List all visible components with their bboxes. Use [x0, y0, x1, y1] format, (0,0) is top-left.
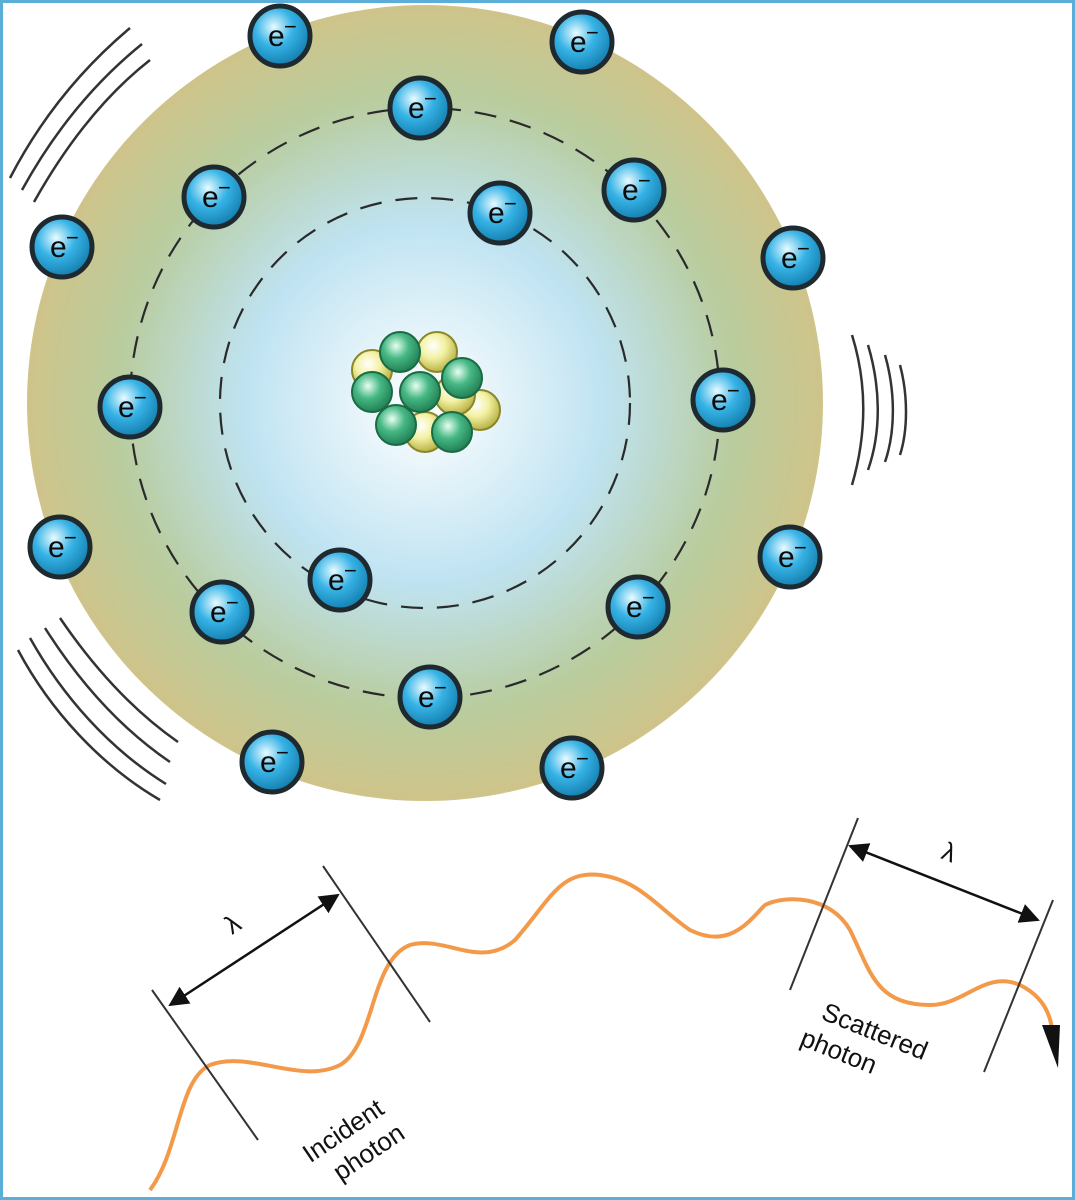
- electron-sphere: [189, 579, 255, 645]
- electron-label: e: [778, 541, 795, 574]
- electron: e−: [549, 9, 615, 75]
- electron-charge-sign: −: [504, 191, 517, 216]
- electron-charge-sign: −: [284, 14, 297, 39]
- neutron: [441, 357, 483, 399]
- electron-charge-sign: −: [64, 525, 77, 550]
- electron: e−: [247, 3, 313, 69]
- neutron: [379, 331, 421, 373]
- nucleus: [351, 331, 501, 453]
- electron-sphere: [181, 164, 247, 230]
- incident-wavefront-left: [151, 989, 259, 1141]
- electron-charge-sign: −: [218, 175, 231, 200]
- scattered-wavefront-left: [789, 817, 859, 991]
- electron-sphere: [601, 157, 667, 223]
- electron-charge-sign: −: [424, 86, 437, 111]
- electron-sphere: [239, 729, 305, 795]
- incident-wavefront-right: [322, 865, 431, 1023]
- electrons: e−e−e−e−e−e−e−e−e−e−e−e−e−e−e−e−e−e−: [27, 3, 826, 801]
- electron-sphere: [539, 735, 605, 801]
- electron: e−: [27, 514, 93, 580]
- electron: e−: [29, 214, 95, 280]
- electron-label: e: [781, 242, 798, 275]
- electron-sphere: [605, 574, 671, 640]
- electron-label: e: [408, 92, 425, 125]
- electron: e−: [757, 524, 823, 590]
- electron: e−: [239, 729, 305, 795]
- electron: e−: [467, 180, 533, 246]
- electron-label: e: [711, 384, 728, 417]
- incident-photon-label: Incident photon: [297, 1092, 410, 1186]
- electron: e−: [307, 547, 373, 613]
- electron-sphere: [397, 664, 463, 730]
- electron: e−: [397, 664, 463, 730]
- electron-label: e: [560, 752, 577, 785]
- electron: e−: [539, 735, 605, 801]
- electron-label: e: [626, 591, 643, 624]
- electron: e−: [605, 574, 671, 640]
- electron-label: e: [268, 20, 285, 53]
- neutron: [431, 411, 473, 453]
- electron-sphere: [29, 214, 95, 280]
- electron: e−: [387, 75, 453, 141]
- electron-charge-sign: −: [276, 740, 289, 765]
- electron: e−: [690, 367, 756, 433]
- electron: e−: [601, 157, 667, 223]
- inner-orbit: [218, 196, 632, 610]
- neutron: [375, 404, 417, 446]
- electron-charge-sign: −: [344, 558, 357, 583]
- incident-wavelength-arrow: [168, 893, 340, 1007]
- electron-label: e: [210, 596, 227, 629]
- electron-charge-sign: −: [226, 590, 239, 615]
- electron-charge-sign: −: [638, 168, 651, 193]
- photon-arrow-head: [1042, 1025, 1060, 1068]
- electron-sphere: [247, 3, 313, 69]
- electron: e−: [181, 164, 247, 230]
- electron-charge-sign: −: [134, 385, 147, 410]
- electron-label: e: [418, 681, 435, 714]
- electron-sphere: [757, 524, 823, 590]
- electron-sphere: [549, 9, 615, 75]
- electron-charge-sign: −: [576, 746, 589, 771]
- electron-sphere: [387, 75, 453, 141]
- scattered-lambda-label: λ: [938, 836, 961, 869]
- scattered-wavelength-arrow: [848, 843, 1040, 923]
- electron-charge-sign: −: [797, 236, 810, 261]
- electron-sphere: [760, 225, 826, 291]
- neutron: [351, 371, 393, 413]
- incident-lambda-label: λ: [219, 908, 246, 940]
- electron-label: e: [622, 174, 639, 207]
- photon-wave: [148, 872, 1054, 1192]
- electron: e−: [760, 225, 826, 291]
- electron-label: e: [50, 231, 67, 264]
- electron-charge-sign: −: [642, 585, 655, 610]
- neutron: [399, 371, 441, 413]
- electron-charge-sign: −: [794, 535, 807, 560]
- electron-label: e: [202, 181, 219, 214]
- scattered-photon-label: Scattered photon: [796, 996, 932, 1080]
- electron-charge-sign: −: [434, 675, 447, 700]
- electron-label: e: [328, 564, 345, 597]
- scattered-wavefront-right: [983, 899, 1054, 1073]
- electron-label: e: [570, 26, 587, 59]
- electron-charge-sign: −: [586, 20, 599, 45]
- electron-sphere: [27, 514, 93, 580]
- electron-label: e: [118, 391, 135, 424]
- electron-sphere: [307, 547, 373, 613]
- electron-label: e: [48, 531, 65, 564]
- vibration-marks: [8, 27, 908, 802]
- electron: e−: [189, 579, 255, 645]
- electron-sphere: [97, 374, 163, 440]
- electron-charge-sign: −: [66, 225, 79, 250]
- electron-label: e: [488, 197, 505, 230]
- electron-label: e: [260, 746, 277, 779]
- electron: e−: [97, 374, 163, 440]
- electron-charge-sign: −: [727, 378, 740, 403]
- electron-sphere: [690, 367, 756, 433]
- electron-sphere: [467, 180, 533, 246]
